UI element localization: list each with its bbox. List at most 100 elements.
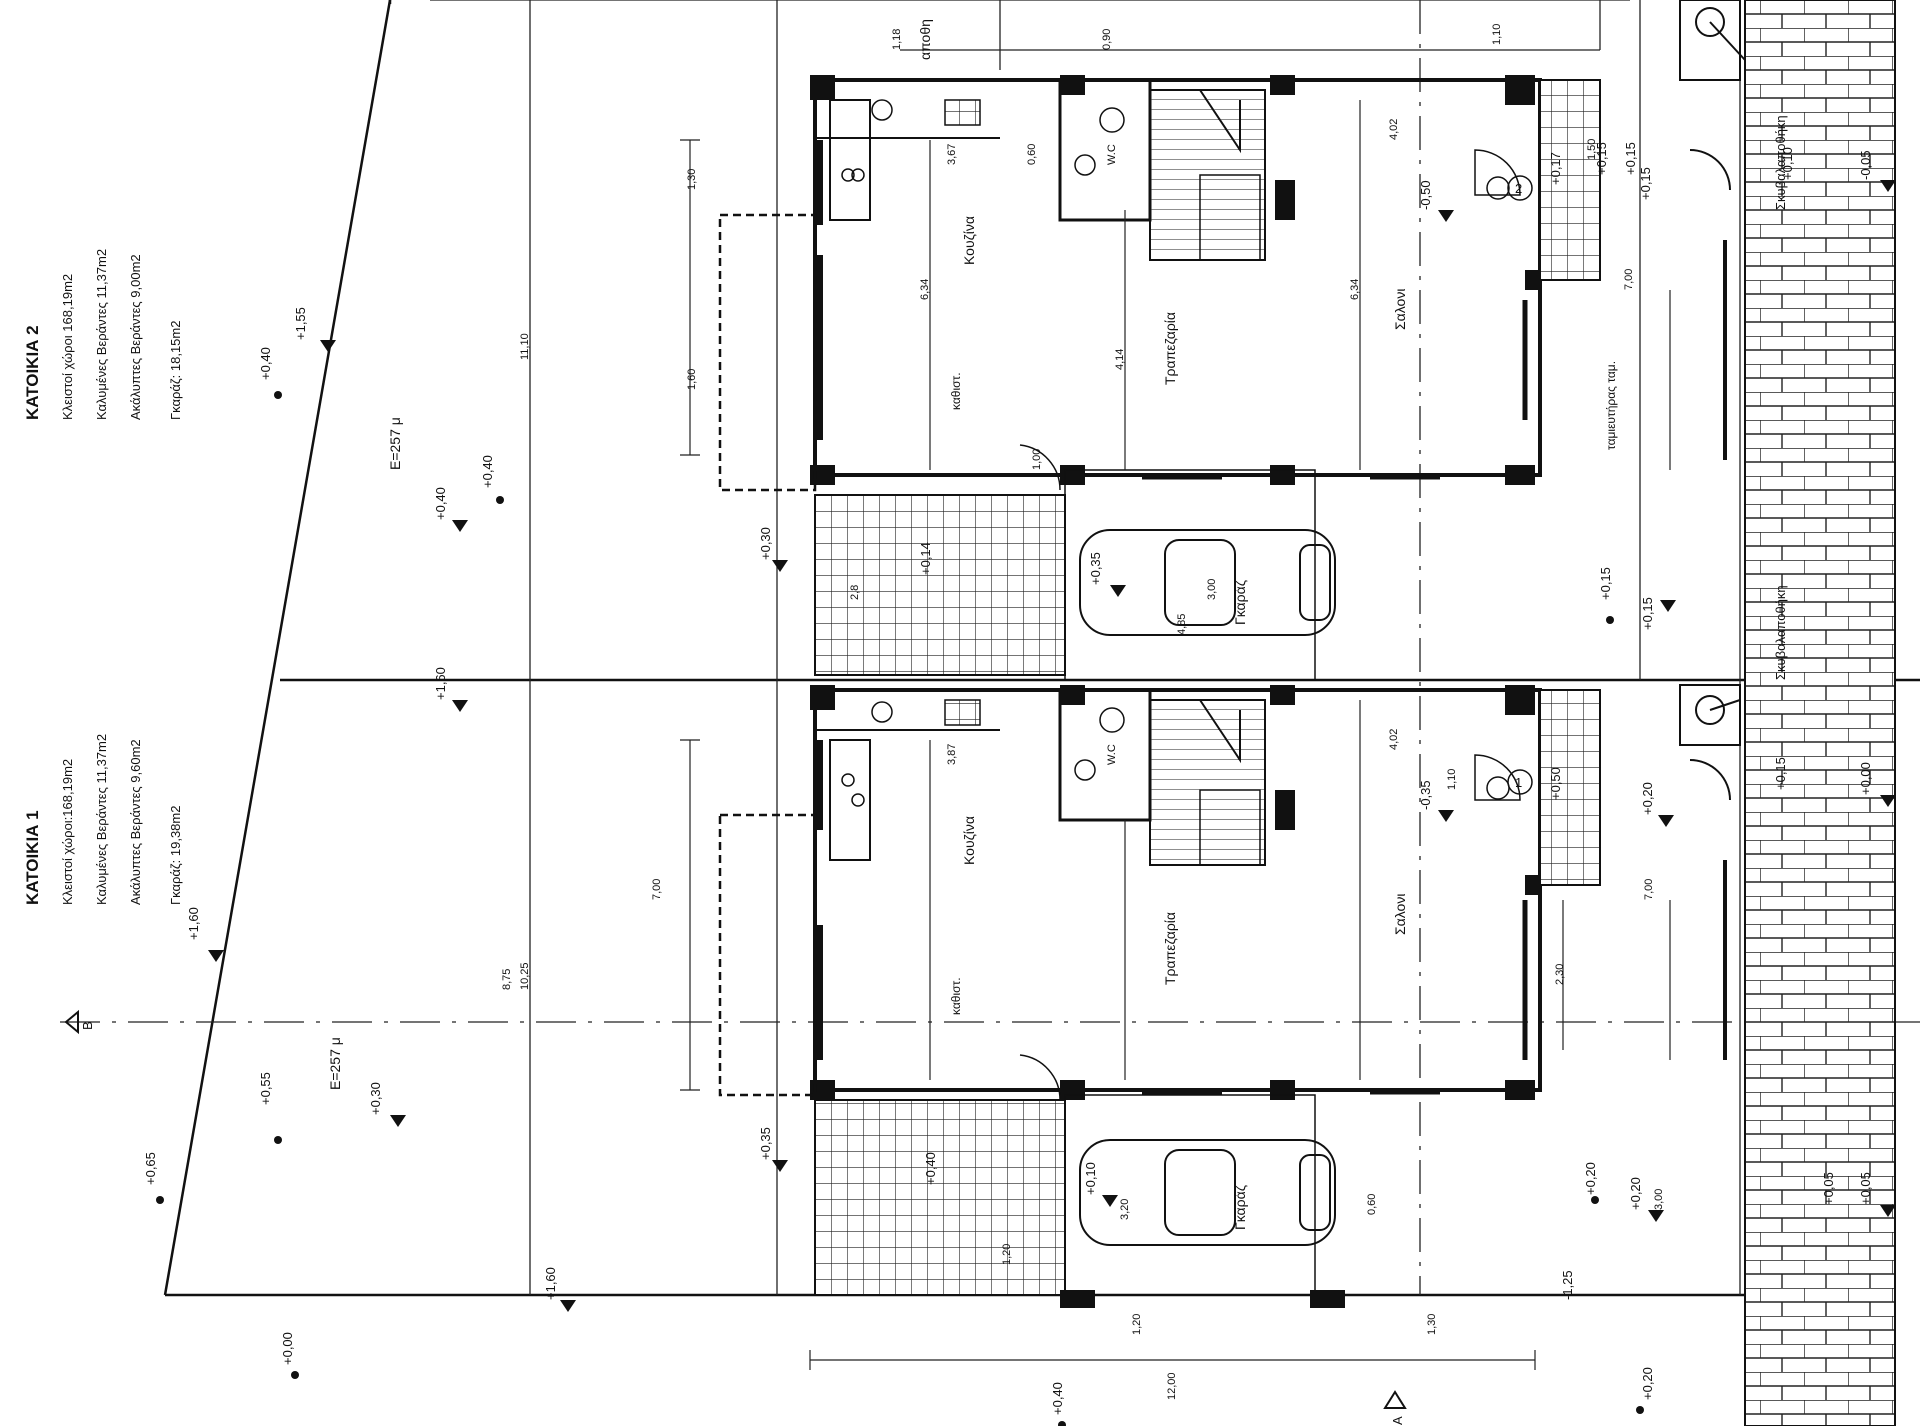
store-rooms [1679,0,1746,1060]
dimension-text: 0,60 [1026,144,1038,165]
unit-1-closed-area: Κλειστοί χώροι:168,19m2 [60,759,75,905]
dimension-text: 1,60 [686,369,698,390]
unit-2-uncovered-verandas: Ακάλυπτες Βεράντες 9,00m2 [128,254,143,420]
room-labels: Κουζίνα Τραπεζαρία Σαλονι αποθη W.C καθι… [917,19,1788,1230]
level-mark: +0,65 [143,1152,158,1185]
level-mark: +0,40 [1050,1382,1065,1415]
unit-1-plan [718,685,1601,1308]
dimension-text: 1,30 [686,169,698,190]
plot-area-labels: Ε=257 μ Ε=257 μ [327,417,403,1090]
dimension-values: 1,18 1,10 3,67 6,34 4,14 4,02 6,34 1,30 … [501,24,1665,1400]
unit-1-uncovered-verandas: Ακάλυπτες Βεράντες 9,60m2 [128,739,143,905]
level-mark: +0,05 [1858,1172,1873,1205]
level-mark: -1,25 [1560,1270,1575,1300]
dimension-text: 11,10 [519,333,531,360]
room-kitchen-1: Κουζίνα [961,816,977,865]
room-entrance-2: καθιστ. [949,372,963,410]
room-living-1: Σαλονι [1392,894,1408,935]
level-mark: +0,40 [480,455,495,488]
dimension-text: 2,30 [1554,964,1566,985]
unit-1-heading: ΚΑΤΟΙΚΙΑ 1 [23,810,42,905]
dimension-text: 1,10 [1446,769,1458,790]
level-triangles [156,180,1896,1426]
dimension-text: 6,34 [919,279,931,300]
dimension-text: 12,00 [1166,1372,1178,1400]
dimension-text: 2,8 [849,585,861,600]
dimension-text: 4,02 [1388,729,1400,750]
unit-1-number: 1 [1515,775,1522,790]
dimension-text: 1,30 [1426,1314,1438,1335]
dimension-text: 4,02 [1388,119,1400,140]
paving-strip [1744,0,1896,1426]
dimension-text: 3,20 [1119,1199,1131,1220]
level-mark: +1,60 [433,667,448,700]
dimension-lines [680,100,1671,1370]
level-mark: -0,35 [1418,780,1433,810]
room-dining-2: Τραπεζαρία [1162,312,1178,385]
unit-2-number: 2 [1515,181,1522,196]
level-mark: +0,20 [1640,782,1655,815]
level-mark: +0,15 [1638,167,1653,200]
level-mark: +0,20 [1583,1162,1598,1195]
level-mark: +0,40 [433,487,448,520]
store-room-label-2: Σκυβαλαποθήκη [1773,115,1788,210]
room-garage-1: Γκαράζ [1232,1185,1248,1230]
unit-1-covered-verandas: Καλυμένες Βεράντες 11,37m2 [94,734,109,905]
unit-2-covered-verandas: Καλυμένες Βεράντες 11,37m2 [94,249,109,420]
dimension-text: 3,87 [946,744,958,765]
dimension-text: 1,10 [1491,24,1503,45]
dimension-text: 10,25 [519,962,531,990]
unit-2-plot-area: Ε=257 μ [387,417,403,470]
level-mark: +1,55 [293,307,308,340]
level-mark: -0,05 [1858,150,1873,180]
level-mark: +0,05 [1821,1172,1836,1205]
dimension-text: 4,85 [1176,614,1188,635]
unit-2-schedule: ΚΑΤΟΙΚΙΑ 2 Κλειστοί χώροι 168,19m2 Καλυμ… [23,249,183,420]
level-mark: +0,17 [1548,152,1563,185]
dimension-text: 3,67 [946,144,958,165]
dimension-text: 1,20 [1131,1314,1143,1335]
dimension-text: 8,75 [501,969,513,990]
dimension-text: 3,00 [1206,579,1218,600]
room-storage-2: αποθη [917,19,933,60]
dimension-text: 1,50 [1586,139,1598,160]
level-mark: +0,14 [918,542,933,575]
unit-2-closed-area: Κλειστοί χώροι 168,19m2 [60,274,75,420]
level-mark: +0,15 [1640,597,1655,630]
dimension-text: 1,18 [891,29,903,50]
level-mark: +0,10 [1780,147,1795,180]
room-dining-1: Τραπεζαρία [1162,912,1178,985]
unit-1-garage-area: Γκαράζ: 19,38m2 [168,806,183,905]
level-mark: +0,15 [1773,757,1788,790]
room-garage-2: Γκαράζ [1232,580,1248,625]
dimension-text: 1,00 [1031,449,1043,470]
level-mark: +0,10 [1083,1162,1098,1195]
level-mark: +0,00 [280,1332,295,1365]
unit-markers: 1 2 Β Α [64,175,1533,1425]
level-mark: +0,40 [923,1152,938,1185]
room-living-2: Σαλονι [1392,289,1408,330]
room-kitchen-2: Κουζίνα [961,216,977,265]
dimension-text: 0,60 [1366,1194,1378,1215]
level-mark: +0,00 [1858,762,1873,795]
level-mark: +0,30 [368,1082,383,1115]
level-mark: +0,35 [1088,552,1103,585]
level-mark: -0,50 [1418,180,1433,210]
level-mark: +0,15 [1598,567,1613,600]
dimension-text: 7,00 [651,879,663,900]
level-mark: +1,60 [186,907,201,940]
level-mark: +0,40 [258,347,273,380]
level-mark: +0,55 [258,1072,273,1105]
room-wc-2: W.C [1106,144,1118,165]
unit-2-heading: ΚΑΤΟΙΚΙΑ 2 [23,325,42,420]
dimension-text: 4,14 [1114,349,1126,370]
level-mark: +0,50 [1548,767,1563,800]
dimension-text: 0,90 [1101,29,1113,50]
room-entrance-1: καθιστ. [949,977,963,1015]
dimension-text: 3,00 [1653,1189,1665,1210]
dimension-text: 7,00 [1623,269,1635,290]
unit-2-plan [718,75,1601,681]
unit-2-garage-area: Γκαράζ: 18,15m2 [168,321,183,420]
level-markers: +1,55 +0,40 +0,40 +0,40 +1,60 +1,60 +0,5… [143,142,1873,1415]
